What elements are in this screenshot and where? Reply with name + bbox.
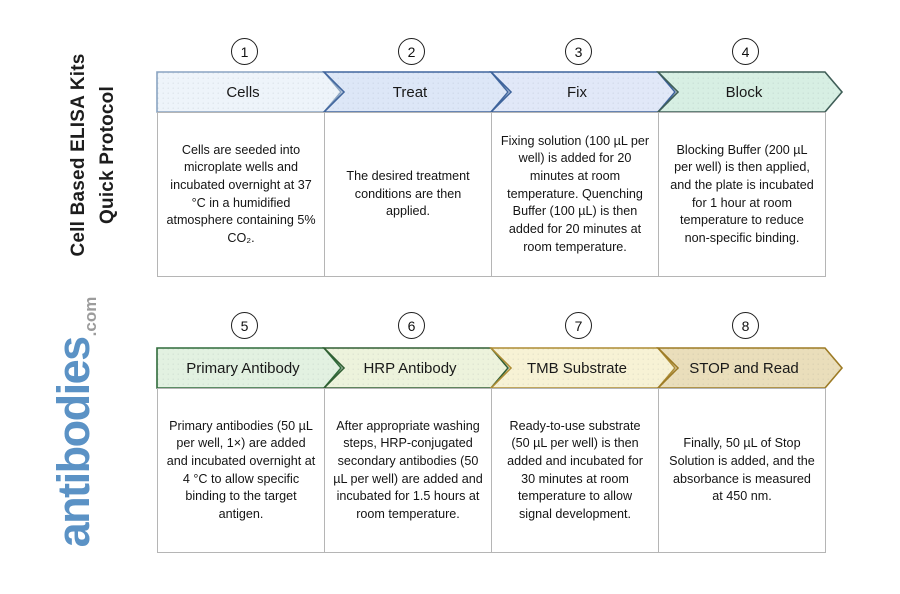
step-1-number: 1 <box>240 43 249 60</box>
arrow-step-stop-and-read-texture <box>658 348 842 388</box>
description-box-primary-antibody: Primary antibodies (50 µL per well, 1×) … <box>157 388 325 553</box>
step-8-number-badge: 8 <box>732 312 759 339</box>
description-box-block: Blocking Buffer (200 µL per well) is the… <box>658 112 826 277</box>
step-7-number-badge: 7 <box>565 312 592 339</box>
description-fix: Fixing solution (100 µL per well) is add… <box>500 133 650 254</box>
step-3-number-badge: 3 <box>565 38 592 65</box>
description-treat: The desired treatment conditions are the… <box>346 169 470 219</box>
brand-tld: .com <box>81 296 100 337</box>
protocol-diagram: 1 2 3 4 Cells Treat Fix Block Cells are … <box>156 0 867 594</box>
description-box-stop-and-read: Finally, 50 µL of Stop Solution is added… <box>658 388 826 553</box>
step-7-number: 7 <box>574 317 583 334</box>
description-block: Blocking Buffer (200 µL per well) is the… <box>670 142 814 245</box>
description-primary-antibody: Primary antibodies (50 µL per well, 1×) … <box>166 418 316 521</box>
step-6-number: 6 <box>407 317 416 334</box>
brand-name: antibodies <box>48 337 99 548</box>
description-stop-and-read: Finally, 50 µL of Stop Solution is added… <box>669 436 815 504</box>
step-6-number-badge: 6 <box>398 312 425 339</box>
description-box-cells: Cells are seeded into microplate wells a… <box>157 112 325 277</box>
description-boxes-row-1: Cells are seeded into microplate wells a… <box>157 112 826 277</box>
page-title: Cell Based ELISA Kits Quick Protocol <box>64 44 132 266</box>
arrow-step-cells-texture <box>157 72 341 112</box>
page-title-line-1: Cell Based ELISA Kits <box>68 53 89 257</box>
description-box-treat: The desired treatment conditions are the… <box>324 112 492 277</box>
step-5-number: 5 <box>240 317 249 334</box>
description-hrp-antibody: After appropriate washing steps, HRP-con… <box>333 418 483 521</box>
arrow-step-primary-antibody-texture <box>157 348 341 388</box>
step-8-number: 8 <box>741 317 750 334</box>
description-box-hrp-antibody: After appropriate washing steps, HRP-con… <box>324 388 492 553</box>
description-boxes-row-2: Primary antibodies (50 µL per well, 1×) … <box>157 388 826 553</box>
step-2-number: 2 <box>407 43 416 60</box>
description-tmb-substrate: Ready-to-use substrate (50 µL per well) … <box>507 418 643 521</box>
description-cells: Cells are seeded into microplate wells a… <box>166 142 316 245</box>
arrow-step-fix-texture <box>491 72 675 112</box>
step-4-number-badge: 4 <box>732 38 759 65</box>
step-5-number-badge: 5 <box>231 312 258 339</box>
description-box-tmb-substrate: Ready-to-use substrate (50 µL per well) … <box>491 388 659 553</box>
arrow-step-hrp-antibody-texture <box>324 348 508 388</box>
brand-logo: antibodies .com <box>48 276 128 568</box>
arrow-band-row-1 <box>156 71 844 113</box>
arrow-step-treat-texture <box>324 72 508 112</box>
page-title-line-2: Quick Protocol <box>97 86 119 224</box>
step-4-number: 4 <box>741 43 750 60</box>
step-1-number-badge: 1 <box>231 38 258 65</box>
step-3-number: 3 <box>574 43 583 60</box>
arrow-step-tmb-substrate-texture <box>491 348 675 388</box>
description-box-fix: Fixing solution (100 µL per well) is add… <box>491 112 659 277</box>
arrow-step-block-texture <box>658 72 842 112</box>
arrow-band-row-2 <box>156 347 844 389</box>
step-2-number-badge: 2 <box>398 38 425 65</box>
